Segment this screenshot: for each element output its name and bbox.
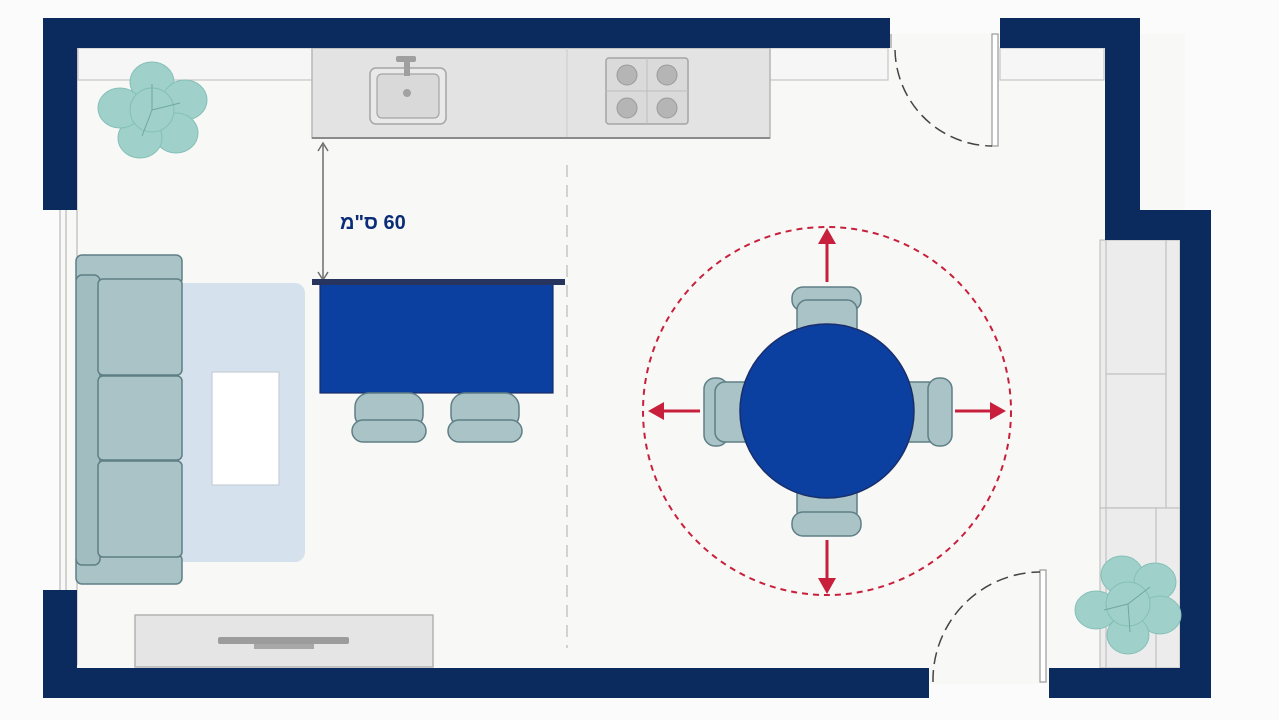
wall-counter bbox=[77, 47, 1105, 81]
clearance-circle bbox=[642, 226, 1012, 596]
sofa-icon bbox=[75, 254, 183, 585]
plant-icon bbox=[97, 61, 208, 159]
door-swing-icon bbox=[890, 33, 999, 147]
tv-icon bbox=[134, 614, 434, 668]
arrow-icon bbox=[648, 228, 1006, 594]
kitchen-island bbox=[312, 279, 565, 394]
dining-table bbox=[739, 323, 915, 499]
chair-icon bbox=[351, 392, 523, 443]
cooktop-icon bbox=[605, 57, 689, 125]
walls bbox=[43, 18, 1211, 698]
sink-icon bbox=[369, 56, 447, 125]
door-swing-icon bbox=[932, 569, 1047, 683]
plant-icon bbox=[1074, 555, 1182, 655]
dimension-label: 60 ס"מ bbox=[340, 212, 406, 234]
coffee-table bbox=[211, 371, 280, 486]
